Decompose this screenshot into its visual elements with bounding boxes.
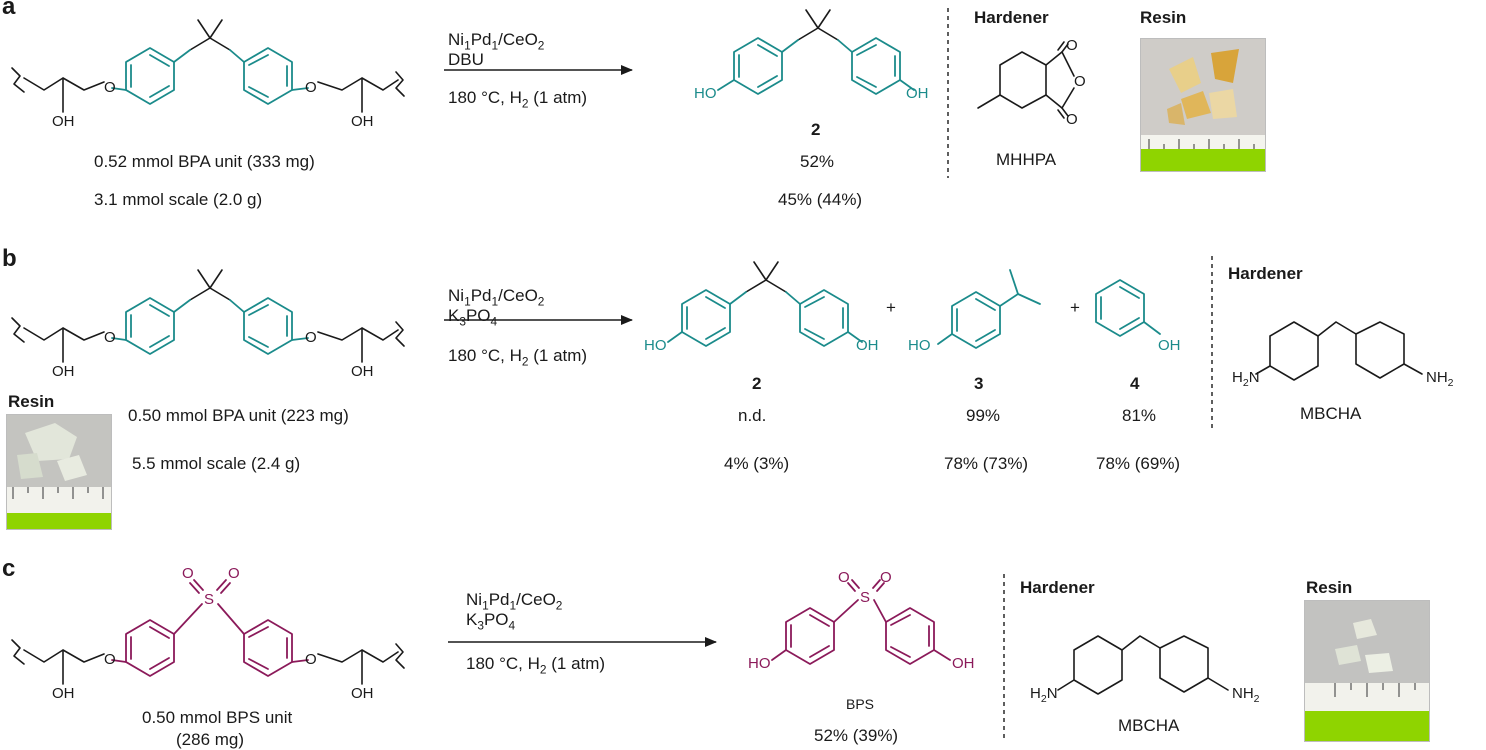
panel-a-hardener-o1: O: [1066, 37, 1078, 54]
panel-b-product-3-structure: [937, 269, 1041, 349]
panel-c-catalyst: Ni1Pd1/CeO2: [466, 590, 563, 613]
panel-b-product-4-yield2: 78% (69%): [1096, 454, 1181, 473]
panel-a-product-bpa-structure: [717, 9, 915, 95]
panel-a-hardener-o2: O: [1074, 73, 1086, 90]
panel-a-hardener-name: MHHPA: [996, 150, 1057, 169]
panel-c-label: c: [2, 555, 16, 582]
panel-a-label: a: [2, 0, 16, 20]
panel-c-amount-line1: 0.50 mmol BPS unit: [142, 708, 293, 727]
panel-a-yield1: 52%: [800, 152, 835, 171]
panel-a-product-ho: HO: [694, 85, 717, 102]
panel-c-resin-title: Resin: [1306, 578, 1353, 597]
panel-b-amount-line1: 0.50 mmol BPA unit (223 mg): [128, 406, 349, 425]
panel-a-product-number: 2: [811, 120, 821, 139]
panel-c-hardener-h2n: H2N: [1030, 685, 1058, 706]
panel-a-yield2: 45% (44%): [778, 190, 863, 209]
panel-c-product-oh: OH: [952, 655, 975, 672]
panel-c-resin-photo-drawing: [1305, 601, 1429, 741]
panel-c-product-bps-structure: [771, 579, 951, 665]
panel-c-substrate-oh-right: OH: [351, 685, 374, 702]
panel-c-substrate-s: S: [204, 591, 215, 608]
panel-b-hardener-nh2: NH2: [1426, 369, 1454, 390]
panel-b-resin-title: Resin: [8, 392, 55, 411]
panel-a-catalyst-text: Ni1Pd1/CeO2: [448, 30, 545, 53]
panel-c-hardener-nh2: NH2: [1232, 685, 1260, 706]
panel-a-hardener-title: Hardener: [974, 8, 1049, 27]
panel-b-product-2-oh: OH: [856, 337, 879, 354]
panel-c-amount-line2: (286 mg): [176, 730, 245, 749]
panel-b-hardener-h2n: H2N: [1232, 369, 1260, 390]
panel-b-product-3-number: 3: [974, 374, 984, 393]
panel-c-product-name: BPS: [846, 696, 875, 712]
panel-a-base: DBU: [448, 50, 484, 69]
panel-a-amount-line1: 0.52 mmol BPA unit (333 mg): [94, 152, 315, 171]
panel-a-resin-photo: [1140, 38, 1266, 172]
panel-a-substrate-structure: [11, 19, 405, 113]
panel-c-resin-photo: [1304, 600, 1430, 742]
panel-c-substrate-structure: [11, 579, 405, 685]
panel-a-substrate-oh-left: OH: [52, 113, 75, 130]
panel-a-resin-photo-drawing: [1141, 39, 1265, 171]
panel-b-product-4-oh: OH: [1158, 337, 1181, 354]
panel-a-catalyst: Ni1Pd1/CeO2: [448, 30, 544, 55]
panel-b-product-2-ho: HO: [644, 337, 667, 354]
panel-b-product-4-number: 4: [1130, 374, 1140, 393]
panel-c-product-ho: HO: [748, 655, 771, 672]
panel-b-base: K3PO4: [448, 306, 498, 329]
panel-c-product-s: S: [860, 589, 871, 606]
panel-b-substrate-ether-o-right: O: [305, 329, 317, 346]
panel-a-product-oh: OH: [906, 85, 929, 102]
panel-c-base: K3PO4: [466, 610, 516, 633]
panel-b-product-2-yield1: n.d.: [738, 406, 767, 425]
panel-c-hardener-name: MBCHA: [1118, 716, 1180, 735]
panel-c-substrate-ether-o-left: O: [104, 651, 116, 668]
panel-b-product-2-yield2: 4% (3%): [724, 454, 790, 473]
panel-a-substrate-ether-o-left: O: [104, 79, 116, 96]
panel-a-substrate-ether-o-right: O: [305, 79, 317, 96]
panel-c-product-s-o1: O: [838, 569, 850, 586]
panel-b-product-3-ho: HO: [908, 337, 931, 354]
panel-b-label: b: [2, 245, 17, 272]
panel-b-hardener-title: Hardener: [1228, 264, 1303, 283]
panel-a-amount-line2: 3.1 mmol scale (2.0 g): [94, 190, 263, 209]
panel-a-hardener-mhhpa-structure: [977, 41, 1075, 119]
panel-c-conditions: 180 °C, H2 (1 atm): [466, 654, 606, 677]
panel-b-substrate-ether-o-left: O: [104, 329, 116, 346]
panel-c-yield: 52% (39%): [814, 726, 899, 745]
panel-a-substrate-oh-right: OH: [351, 113, 374, 130]
panel-b-product-3-yield2: 78% (73%): [944, 454, 1029, 473]
panel-b-resin-photo-drawing: [7, 415, 111, 529]
panel-c-hardener-title: Hardener: [1020, 578, 1095, 597]
panel-b-conditions: 180 °C, H2 (1 atm): [448, 346, 588, 369]
panel-c-substrate-s-o2: O: [228, 565, 240, 582]
panel-c-hardener-mbcha-structure: [1057, 635, 1229, 695]
panel-a-resin-title: Resin: [1140, 8, 1187, 27]
panel-b-product-2-number: 2: [752, 374, 762, 393]
panel-b-resin-photo: [6, 414, 112, 530]
panel-b-catalyst: Ni1Pd1/CeO2: [448, 286, 545, 309]
panel-b-plus-2: +: [1070, 298, 1080, 317]
panel-c-substrate-s-o1: O: [182, 565, 194, 582]
panel-b-substrate-oh-right: OH: [351, 363, 374, 380]
panel-b-hardener-mbcha-structure: [1255, 321, 1423, 381]
panel-a-conditions: 180 °C, H2 (1 atm): [448, 88, 588, 111]
panel-b-product-3-yield1: 99%: [966, 406, 1001, 425]
panel-b-product-2-structure: [667, 261, 863, 347]
panel-b-hardener-name: MBCHA: [1300, 404, 1362, 423]
panel-b-substrate-oh-left: OH: [52, 363, 75, 380]
panel-b-product-4-yield1: 81%: [1122, 406, 1157, 425]
panel-b-amount-line2: 5.5 mmol scale (2.4 g): [132, 454, 301, 473]
panel-c-product-s-o2: O: [880, 569, 892, 586]
panel-b-plus-1: +: [886, 298, 896, 317]
panel-a-hardener-o3: O: [1066, 111, 1078, 128]
panel-b-product-4-structure: [1095, 279, 1161, 337]
panel-c-substrate-oh-left: OH: [52, 685, 75, 702]
panel-b-substrate-structure: [11, 269, 405, 363]
panel-c-substrate-ether-o-right: O: [305, 651, 317, 668]
